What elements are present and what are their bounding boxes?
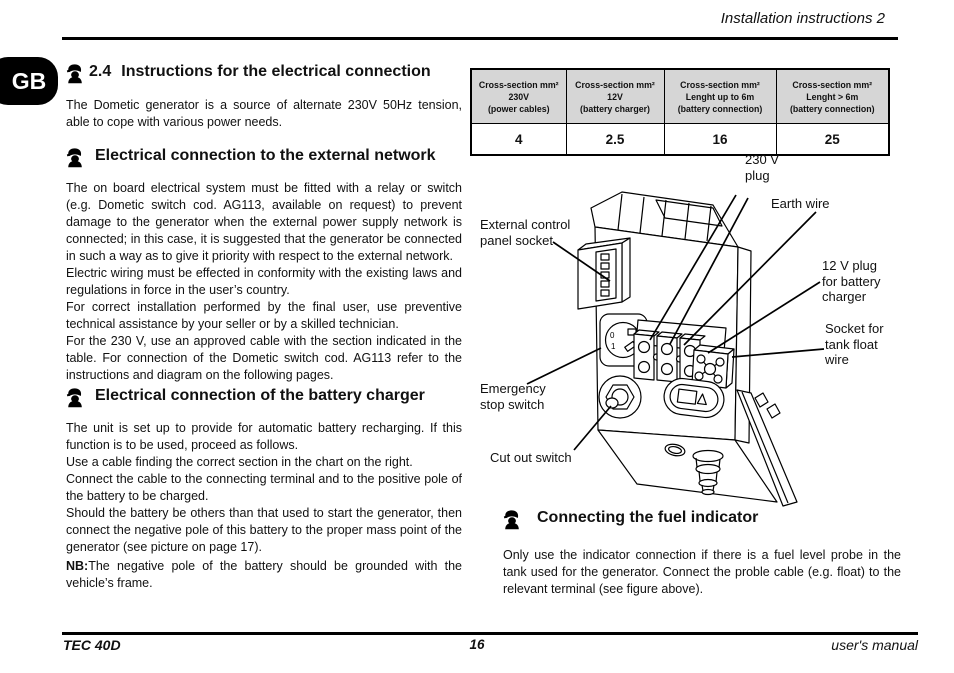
paragraph: Electric wiring must be effected in conf… bbox=[66, 266, 462, 297]
paragraph: Only use the indicator connection if the… bbox=[503, 548, 901, 596]
paragraph: For the 230 V, use an approved cable wit… bbox=[66, 334, 462, 382]
leader-cutout bbox=[573, 405, 612, 451]
nb-text: The negative pole of the battery should … bbox=[66, 559, 462, 590]
paragraph: Use a cable finding the correct section … bbox=[66, 455, 413, 469]
label-float-socket: Socket for tank float wire bbox=[825, 321, 884, 367]
leader-ext-control bbox=[552, 241, 611, 282]
footer-divider bbox=[62, 632, 918, 635]
leader-230v-a bbox=[649, 194, 737, 341]
fuel-connector-part bbox=[664, 443, 724, 496]
rocker-switch-part bbox=[663, 377, 725, 419]
label-earth-wire: Earth wire bbox=[771, 196, 830, 211]
technician-icon bbox=[503, 508, 520, 535]
language-badge: GB bbox=[0, 57, 58, 105]
technician-icon bbox=[66, 62, 83, 89]
leader-230v-b bbox=[669, 197, 749, 345]
section-heading-fuel: Connecting the fuel indicator bbox=[503, 508, 758, 535]
intro-paragraph-block: The Dometic generator is a source of alt… bbox=[66, 97, 462, 131]
side-bracket-part bbox=[736, 389, 798, 507]
external-paragraph-block: The on board electrical system must be f… bbox=[66, 180, 462, 384]
paragraph: Should the battery be others than that u… bbox=[66, 506, 462, 554]
page-header-title: Installation instructions 2 bbox=[720, 10, 885, 27]
table-header-cell: Cross-section mm² 230V (power cables) bbox=[470, 68, 567, 124]
header-divider bbox=[62, 37, 898, 40]
generator-diagram: 0 1 bbox=[526, 191, 825, 507]
label-cutout-switch: Cut out switch bbox=[490, 450, 572, 465]
section-title: Electrical connection to the external ne… bbox=[95, 147, 436, 164]
control-panel-socket-part bbox=[577, 237, 631, 310]
paragraph: Connect the cable to the connecting term… bbox=[66, 472, 462, 503]
section-number: 2.4 bbox=[89, 63, 112, 80]
section-heading-external: Electrical connection to the external ne… bbox=[66, 146, 436, 173]
footer-manual-label: user's manual bbox=[831, 637, 918, 653]
section-heading-battery: Electrical connection of the battery cha… bbox=[66, 386, 425, 413]
fuel-paragraph-block: Only use the indicator connection if the… bbox=[503, 547, 901, 598]
cross-section-table: Cross-section mm² 230V (power cables) Cr… bbox=[470, 68, 890, 156]
section-heading-main: 2.4 Instructions for the electrical conn… bbox=[66, 62, 431, 89]
nb-paragraph: NB:The negative pole of the battery shou… bbox=[66, 558, 462, 592]
section-title: Electrical connection of the battery cha… bbox=[95, 387, 425, 404]
paragraph: The on board electrical system must be f… bbox=[66, 181, 462, 263]
float-socket-part bbox=[691, 344, 735, 389]
paragraph: The Dometic generator is a source of alt… bbox=[66, 98, 462, 129]
label-emergency-stop: Emergency stop switch bbox=[480, 381, 546, 412]
switch-mark-one: 1 bbox=[611, 342, 616, 351]
table-value-cell: 16 bbox=[663, 123, 777, 156]
battery-paragraph-block: The unit is set up to provide for automa… bbox=[66, 420, 462, 592]
label-12v-plug: 12 V plug for battery charger bbox=[822, 258, 881, 304]
table-header-cell: Cross-section mm² 12V (battery charger) bbox=[565, 68, 665, 124]
label-230v-plug: 230 V plug bbox=[745, 152, 779, 183]
table-header-cell: Cross-section mm² Lenght > 6m (battery c… bbox=[775, 68, 890, 124]
table-header-cell: Cross-section mm² Lenght up to 6m (batte… bbox=[663, 68, 777, 124]
label-external-control: External control panel socket bbox=[480, 217, 571, 248]
leader-float bbox=[731, 348, 825, 358]
generator-illustration: 0 1 bbox=[577, 191, 798, 507]
leader-12v bbox=[707, 281, 821, 354]
technician-icon bbox=[66, 386, 83, 413]
section-title: Instructions for the electrical connecti… bbox=[121, 63, 431, 80]
cooling-fins-part bbox=[590, 191, 739, 248]
paragraph: For correct installation performed by th… bbox=[66, 300, 462, 331]
table-header-row: Cross-section mm² 230V (power cables) Cr… bbox=[470, 68, 890, 124]
table-value-row: 4 2.5 16 25 bbox=[470, 123, 890, 156]
leader-earth bbox=[683, 211, 817, 346]
technician-icon bbox=[66, 146, 83, 173]
nb-label: NB: bbox=[66, 559, 89, 573]
table-value-cell: 25 bbox=[775, 123, 890, 156]
paragraph: The unit is set up to provide for automa… bbox=[66, 421, 462, 452]
leader-emergency bbox=[526, 347, 602, 385]
switch-mark-zero: 0 bbox=[610, 331, 615, 340]
footer-model: TEC 40D bbox=[63, 637, 121, 653]
leader-lines bbox=[526, 194, 825, 451]
footer-page-number: 16 bbox=[469, 637, 485, 652]
section-title: Connecting the fuel indicator bbox=[537, 509, 759, 526]
